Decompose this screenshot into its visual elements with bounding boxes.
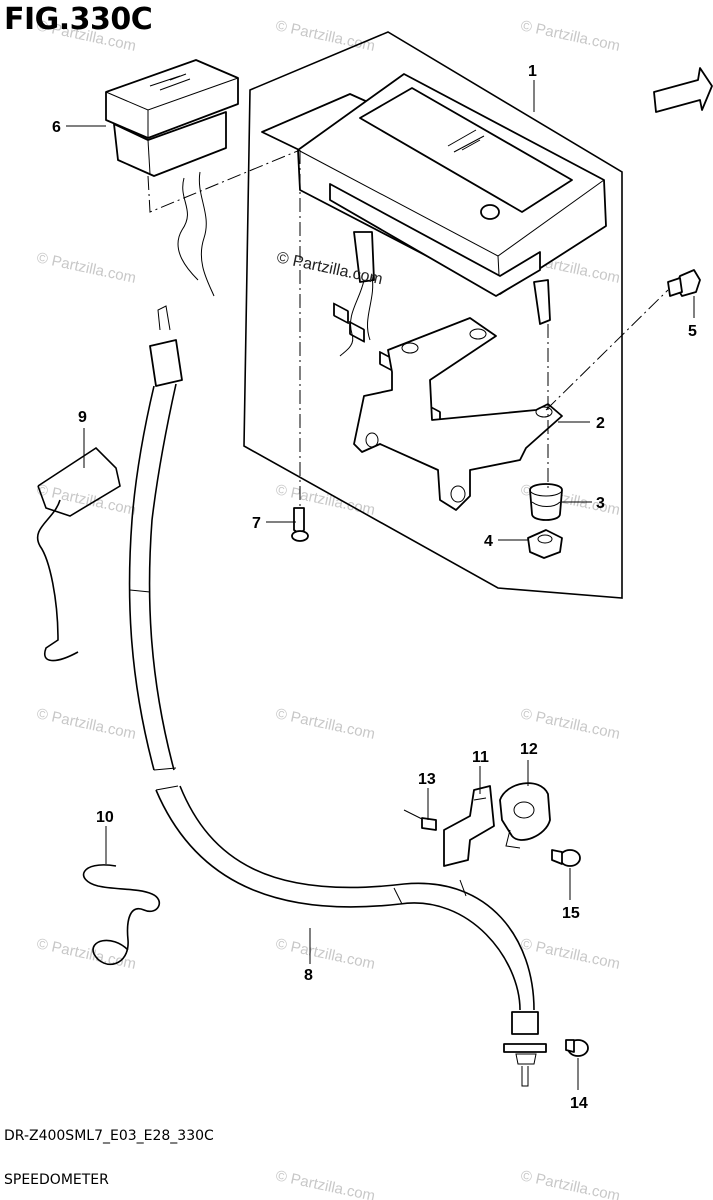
connector-boot <box>105 59 301 297</box>
watermark: © Partzilla.com <box>35 249 137 287</box>
callout-11: 11 <box>472 749 489 766</box>
rivet-13 <box>403 809 437 831</box>
watermark: © Partzilla.com <box>274 935 376 973</box>
section-name: SPEEDOMETER <box>4 1172 109 1188</box>
watermark: © Partzilla.com <box>274 1167 376 1200</box>
screw-7 <box>291 507 309 542</box>
callout-4: 4 <box>484 533 493 550</box>
watermark: © Partzilla.com <box>35 481 137 519</box>
callout-3: 3 <box>596 495 605 512</box>
callout-9: 9 <box>78 409 87 426</box>
meter-bracket <box>353 317 563 511</box>
cable-clamp-12 <box>499 782 551 849</box>
callout-10: 10 <box>96 809 114 826</box>
callout-15: 15 <box>562 905 580 922</box>
model-code: DR-Z400SML7_E03_E28_330C <box>4 1128 214 1144</box>
figure-title: FIG.330C <box>4 2 153 37</box>
fwd-arrow-icon: FWD <box>653 67 713 113</box>
rubber-grommet <box>529 483 563 521</box>
watermark: © Partzilla.com <box>274 481 376 519</box>
callout-6: 6 <box>52 119 61 136</box>
callout-5: 5 <box>688 323 697 340</box>
leader-lines <box>66 80 695 1090</box>
assembly-outline <box>243 31 623 599</box>
bolt-5 <box>667 269 701 297</box>
callout-7: 7 <box>252 515 261 532</box>
screw-14 <box>565 1039 589 1057</box>
watermark: © Partzilla.com <box>35 705 137 743</box>
watermark: © Partzilla.com <box>274 17 376 55</box>
callout-14: 14 <box>570 1095 588 1112</box>
watermark: © Partzilla.com <box>519 705 621 743</box>
callout-13: 13 <box>418 771 436 788</box>
wire-clamp-10 <box>82 864 161 965</box>
callout-12: 12 <box>520 741 538 758</box>
guide-line <box>545 289 669 411</box>
clamp-plate <box>443 785 495 867</box>
screw-15 <box>551 849 581 867</box>
callout-2: 2 <box>596 415 605 432</box>
wire-clamp-9 <box>36 446 121 662</box>
watermark: © Partzilla.com <box>519 17 621 55</box>
collar <box>527 529 563 559</box>
watermark: © Partzilla.com <box>35 935 137 973</box>
callout-8: 8 <box>304 967 313 984</box>
watermark: © Partzilla.com <box>519 1167 621 1200</box>
callout-1: 1 <box>528 63 537 80</box>
speedometer-cable <box>128 305 547 1087</box>
callouts: 1 2 3 4 5 6 7 8 9 10 11 12 13 14 15 <box>52 63 697 1112</box>
watermark: © Partzilla.com <box>274 705 376 743</box>
watermark: © Partzilla.com <box>519 935 621 973</box>
fwd-label: FWD <box>657 85 692 108</box>
